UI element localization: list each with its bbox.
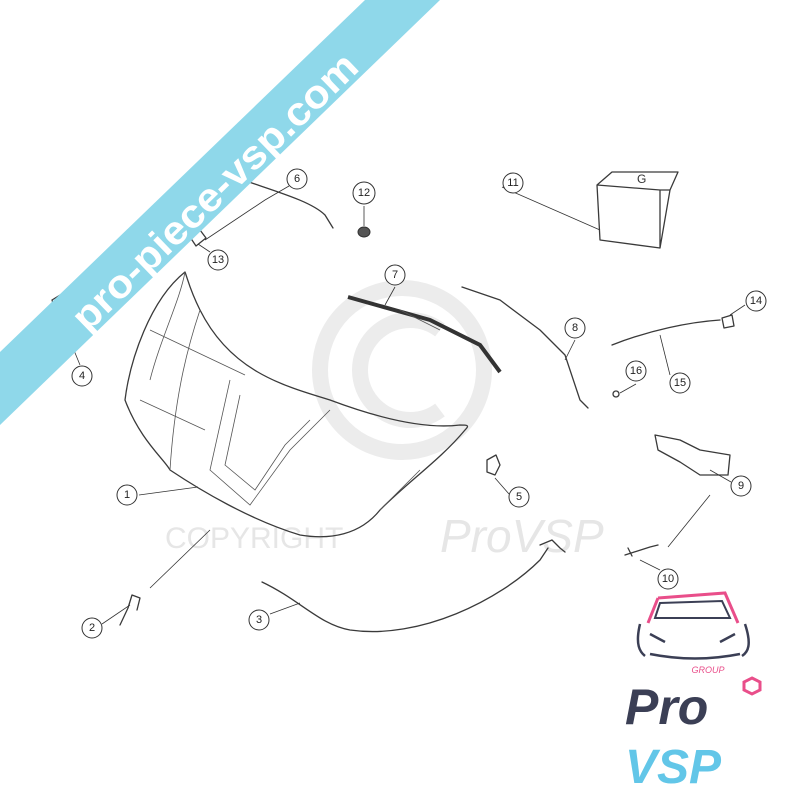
svg-text:9: 9	[738, 480, 744, 492]
callout-8: 8	[564, 317, 586, 339]
logo-vsp-text: VSP	[625, 741, 722, 794]
svg-text:4: 4	[79, 370, 85, 382]
logo-pro-text: Pro	[625, 679, 708, 735]
wiper-motor	[654, 434, 731, 476]
motor-bracket	[624, 544, 659, 557]
hood-part	[124, 271, 469, 538]
banner-text: pro-piece-vsp.com	[63, 44, 367, 340]
svg-text:12: 12	[358, 187, 370, 199]
callout-3: 3	[248, 609, 270, 631]
callout-2: 2	[81, 617, 103, 639]
copyright-watermark: COPYRIGHT ProVSP	[165, 280, 604, 562]
svg-text:2: 2	[89, 622, 95, 634]
latch-bracket	[486, 454, 501, 476]
battery-marking: G	[637, 172, 646, 186]
svg-text:15: 15	[674, 377, 686, 389]
svg-text:11: 11	[507, 177, 518, 189]
hood-prop-rod	[119, 594, 141, 626]
callout-11: 11	[502, 172, 524, 194]
callout-6: 6	[286, 168, 308, 190]
callout-9: 9	[730, 475, 752, 497]
wiper-arm	[461, 286, 589, 409]
provsp-logo: GROUP Pro VSP	[625, 591, 762, 794]
svg-text:14: 14	[750, 295, 762, 307]
logo-group-text: GROUP	[691, 665, 724, 675]
grommet	[357, 226, 371, 238]
washer-hose	[611, 319, 721, 346]
svg-text:1: 1	[124, 489, 130, 501]
callout-15: 15	[669, 372, 691, 394]
washer-nozzle	[612, 390, 620, 398]
callout-14: 14	[745, 290, 767, 312]
hex-nut-icon	[742, 676, 762, 696]
release-cable	[261, 539, 566, 633]
svg-text:13: 13	[212, 254, 224, 266]
svg-text:3: 3	[256, 614, 262, 626]
svg-text:7: 7	[392, 269, 398, 281]
svg-text:8: 8	[572, 322, 578, 334]
svg-text:5: 5	[516, 491, 522, 503]
watermark-brand-text: ProVSP	[440, 510, 604, 562]
callout-1: 1	[116, 484, 138, 506]
svg-text:10: 10	[662, 573, 674, 585]
hose-connector	[721, 314, 735, 329]
callout-7: 7	[384, 264, 406, 286]
svg-text:16: 16	[630, 365, 642, 377]
callout-12: 12	[352, 181, 376, 205]
battery: G	[596, 171, 679, 249]
callout-5: 5	[508, 486, 530, 508]
callout-10: 10	[657, 568, 679, 590]
website-banner: pro-piece-vsp.com	[0, 0, 440, 425]
wiper-blade	[347, 295, 502, 374]
callout-4: 4	[71, 365, 93, 387]
watermark-copyright-text: COPYRIGHT	[165, 522, 343, 555]
svg-text:6: 6	[294, 173, 300, 185]
callout-13: 13	[207, 249, 229, 271]
callout-16: 16	[625, 360, 647, 382]
